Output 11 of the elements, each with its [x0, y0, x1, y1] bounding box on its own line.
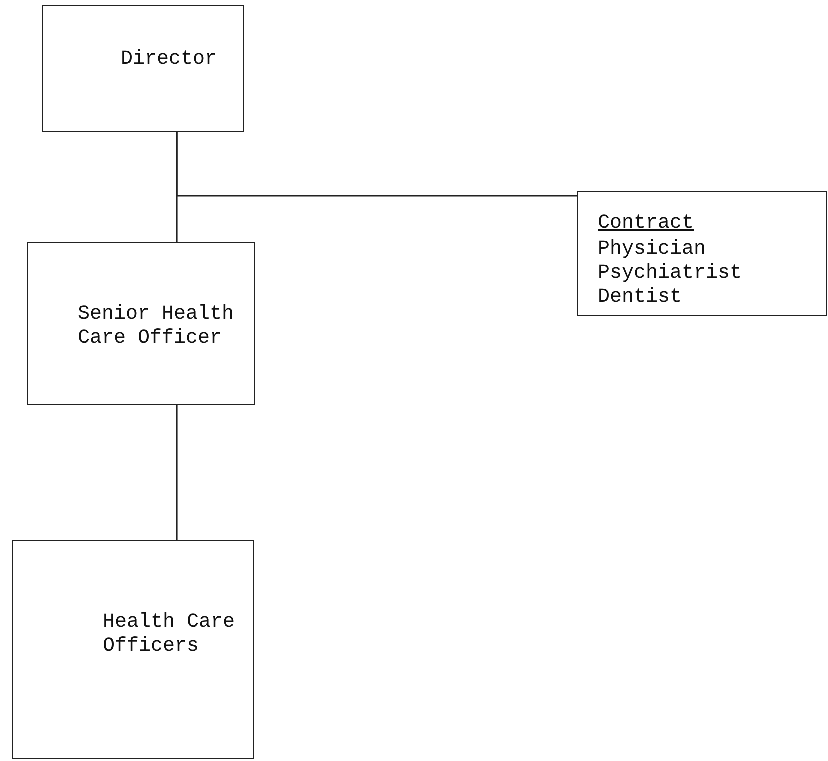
org-box: [12, 540, 254, 759]
box-label: Senior Health Care Officer: [78, 303, 236, 351]
box-label: Director: [121, 48, 218, 72]
section-heading: Contract: [598, 212, 694, 236]
org-box: [42, 5, 244, 132]
box-label: Health Care Officers: [103, 611, 236, 659]
org-box: [577, 191, 827, 316]
org-box: [27, 242, 255, 405]
role-list: Physician Psychiatrist Dentist: [598, 238, 748, 310]
connector-line: [176, 132, 577, 197]
connector-line: [176, 405, 178, 540]
